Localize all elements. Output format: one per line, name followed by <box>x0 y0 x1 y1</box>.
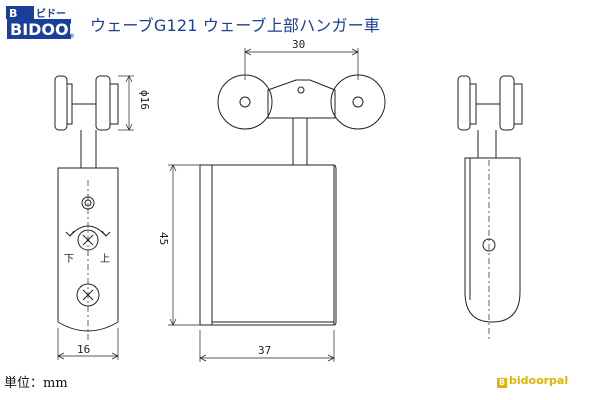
logo-registered: ® <box>69 33 75 40</box>
page-title: ウェーブG121 ウェーブ上部ハンガー車 <box>90 16 381 35</box>
front-view-center <box>168 48 386 362</box>
svg-text:B: B <box>9 7 17 20</box>
dim-body-width: 37 <box>258 344 271 357</box>
dim-body-height: 45 <box>157 232 170 245</box>
dim-top-width: 30 <box>292 38 305 51</box>
label-up: 上 <box>100 253 110 265</box>
brand-b-icon: B <box>497 378 507 388</box>
logo-katakana: ビドー <box>36 7 66 20</box>
logo-wordmark: BIDOOR <box>10 20 76 39</box>
dim-wheel-diameter: ϕ16 <box>138 90 151 110</box>
brand-label: bidoorpal <box>509 374 569 387</box>
side-view-left <box>54 75 134 360</box>
unit-label: 単位：mm <box>4 376 68 391</box>
side-view-right <box>457 75 523 340</box>
bidoor-logo: ビドー BIDOOR ® B <box>6 6 76 40</box>
dim-side-width: 16 <box>77 343 90 356</box>
label-down: 下 <box>64 254 74 265</box>
